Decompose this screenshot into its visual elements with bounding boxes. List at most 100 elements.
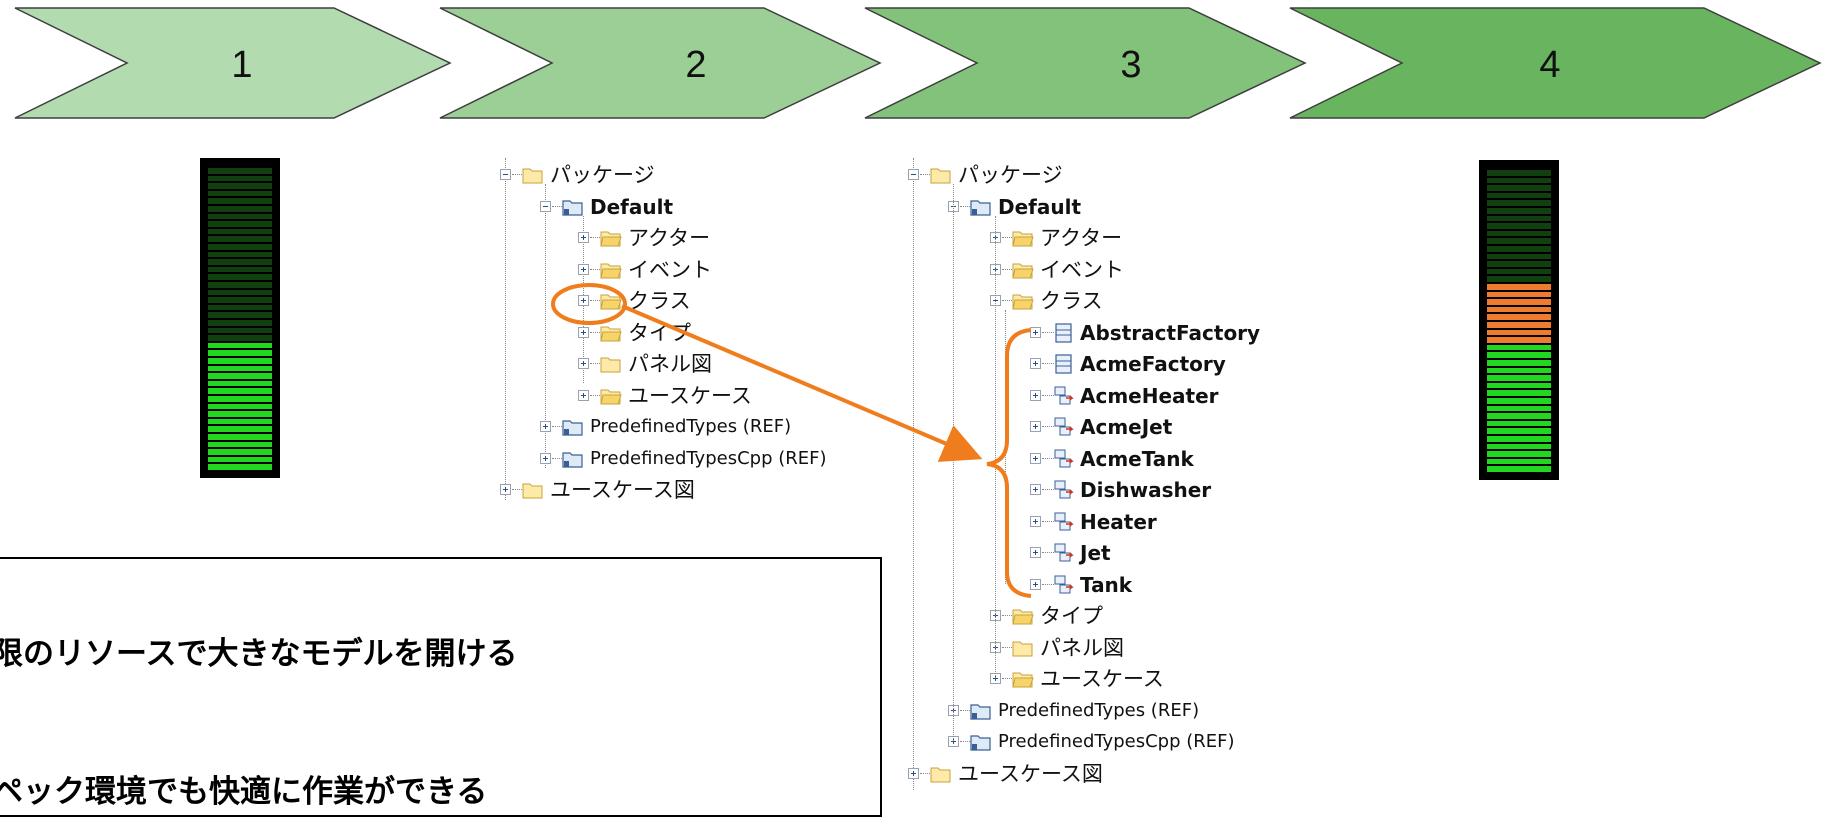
tree-connector <box>552 205 564 207</box>
expand-toggle-icon[interactable] <box>1030 326 1041 338</box>
gauge-segment <box>208 335 240 341</box>
composite-class-icon <box>1052 512 1074 532</box>
gauge-segment <box>208 198 240 204</box>
tree-item-label: AcmeTank <box>1080 446 1194 471</box>
expand-toggle-icon[interactable] <box>1030 547 1041 558</box>
gauge-segment <box>208 183 240 189</box>
tree-item-label: Default <box>590 194 674 219</box>
gauge-segment <box>1487 177 1519 184</box>
gauge-segment <box>1519 291 1551 298</box>
gauge-segment <box>240 274 272 280</box>
tree-connector <box>1002 300 1014 301</box>
collapse-toggle-icon[interactable] <box>500 169 511 180</box>
expand-toggle-icon[interactable] <box>1030 389 1041 401</box>
step-chevron-1 <box>14 7 452 119</box>
gauge-segment <box>240 441 272 448</box>
gauge-segment <box>1519 200 1551 206</box>
package-icon <box>970 732 992 752</box>
gauge-column <box>1519 168 1551 472</box>
tree-connector <box>590 331 602 333</box>
expand-toggle-icon[interactable] <box>578 232 589 243</box>
gauge-segment <box>240 168 272 174</box>
gauge-segment <box>208 350 240 356</box>
expand-toggle-icon[interactable] <box>578 358 589 369</box>
gauge-segment <box>1487 344 1519 351</box>
gauge-segment <box>240 175 272 182</box>
gauge-segment <box>208 403 240 410</box>
expand-toggle-icon[interactable] <box>908 767 919 779</box>
gauge-segment <box>1519 344 1551 351</box>
gauge-segment <box>208 251 240 258</box>
gauge-segment <box>240 456 272 463</box>
expand-toggle-icon[interactable] <box>578 326 589 338</box>
step-chevron-2 <box>439 7 882 119</box>
tree-guide-line <box>505 158 506 500</box>
gauge-segment <box>1519 299 1551 305</box>
gauge-segment <box>1519 306 1551 313</box>
expand-toggle-icon[interactable] <box>1030 452 1041 464</box>
gauge-segment <box>208 441 240 448</box>
class-icon <box>1052 322 1074 343</box>
expand-toggle-icon[interactable] <box>578 263 589 275</box>
gauge-segment <box>1487 466 1519 472</box>
tree-connector <box>1002 615 1014 616</box>
gauge-segment <box>240 289 272 296</box>
expand-toggle-icon[interactable] <box>1030 358 1041 369</box>
step-number-4: 4 <box>1539 44 1560 86</box>
tree-item-label: ユースケース図 <box>958 761 1103 786</box>
expand-toggle-icon[interactable] <box>1030 421 1041 432</box>
gauge-segment <box>1487 246 1519 252</box>
collapse-toggle-icon[interactable] <box>908 169 919 180</box>
gauge-segment <box>208 396 240 402</box>
gauge-segment <box>240 418 272 425</box>
gauge-segment <box>1519 451 1551 457</box>
expand-toggle-icon[interactable] <box>578 295 589 306</box>
gauge-segment <box>1487 443 1519 450</box>
expand-toggle-icon[interactable] <box>540 421 551 432</box>
gauge-segment <box>208 259 240 265</box>
tree-item-label: パッケージ <box>550 163 655 187</box>
tree-guide-line <box>953 184 954 741</box>
tree-connector <box>512 174 524 175</box>
tree-connector <box>1042 457 1054 459</box>
expand-toggle-icon[interactable] <box>1030 484 1041 495</box>
gauge-segment <box>208 289 240 296</box>
tree-connector <box>1042 331 1054 333</box>
collapse-toggle-icon[interactable] <box>540 200 551 212</box>
gauge-segment <box>1519 238 1551 244</box>
gauge-segment <box>1519 420 1551 427</box>
gauge-segment <box>240 282 272 288</box>
expand-toggle-icon[interactable] <box>578 389 589 401</box>
gauge-segment <box>1487 268 1519 275</box>
gauge-segment <box>240 213 272 220</box>
gauge-segment <box>240 312 272 318</box>
gauge-segment <box>240 327 272 334</box>
gauge-segment <box>1519 215 1551 222</box>
expand-toggle-icon[interactable] <box>500 484 511 495</box>
gauge-segment <box>208 320 240 326</box>
expand-toggle-icon[interactable] <box>1030 515 1041 527</box>
gauge-segment <box>240 449 272 455</box>
gauge-segment <box>1487 322 1519 328</box>
tree-item-label: Jet <box>1080 541 1111 565</box>
expand-toggle-icon[interactable] <box>540 452 551 464</box>
usecase-folder-icon <box>600 386 622 406</box>
tree-item-label: AcmeHeater <box>1080 383 1219 408</box>
gauge-segment <box>1519 436 1551 442</box>
gauge-segment <box>208 168 240 174</box>
gauge-segment <box>1519 246 1551 252</box>
gauge-segment <box>208 175 240 182</box>
expand-toggle-icon[interactable] <box>1030 578 1041 590</box>
class-folder-icon <box>1012 291 1034 311</box>
gauge-segment <box>1519 405 1551 412</box>
gauge-segment <box>240 244 272 250</box>
tree-item-label: PredefinedTypesCpp (REF) <box>998 731 1235 752</box>
tree-item-label: Tank <box>1080 572 1133 597</box>
panel-folder-icon <box>1012 638 1034 658</box>
gauge-segment <box>1487 284 1519 290</box>
tree-item-label: AcmeJet <box>1080 415 1173 439</box>
tree-item-label: Dishwasher <box>1080 478 1212 502</box>
tree-item-label: アクター <box>1040 226 1123 250</box>
gauge-segment <box>240 236 272 242</box>
gauge-segment <box>1519 398 1551 404</box>
